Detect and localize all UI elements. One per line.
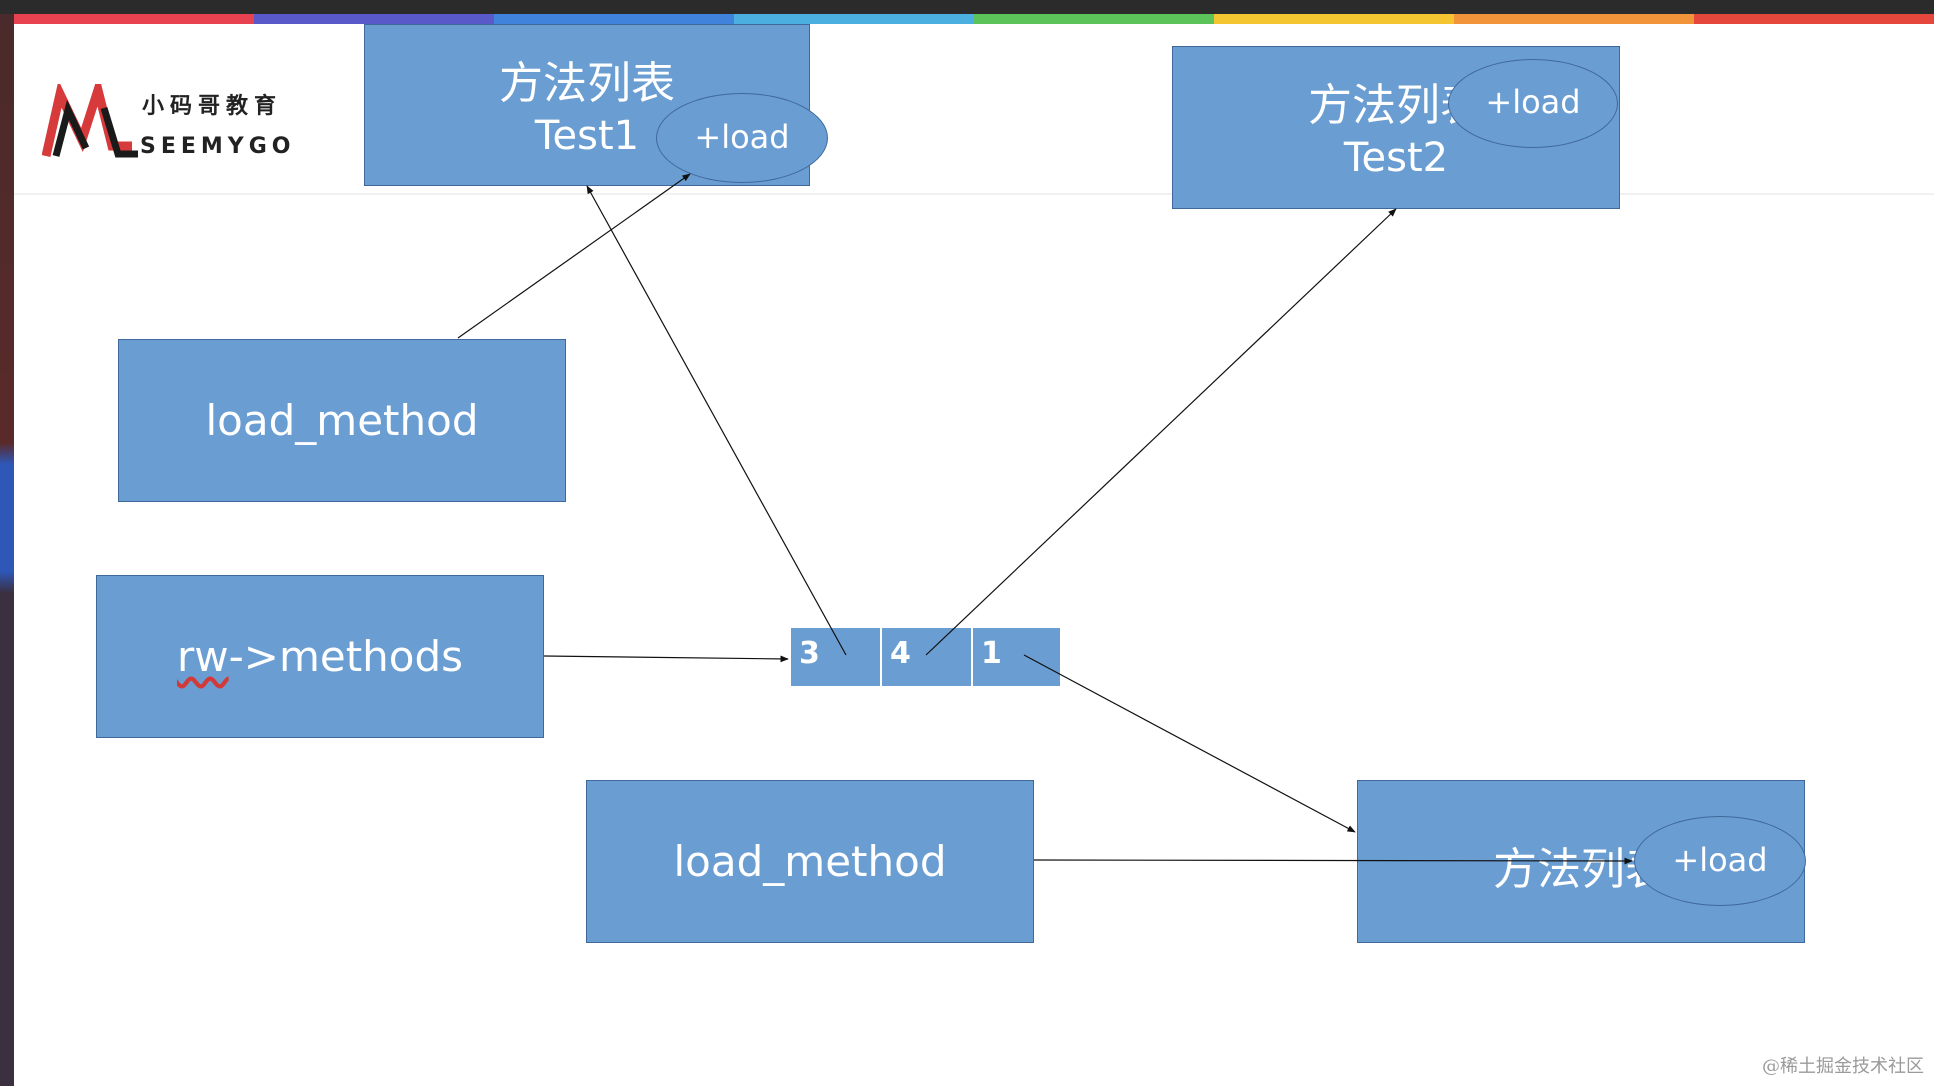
stripe-segment <box>1214 14 1454 24</box>
arrow-cell4-to-test2 <box>925 208 1397 656</box>
logo-chinese-text: 小码哥教育 <box>142 94 283 119</box>
method-list-title: 方法列表 <box>499 58 675 109</box>
header-divider <box>14 193 1934 195</box>
watermark-text: @稀土掘金技术社区 <box>1762 1056 1924 1077</box>
arrow-rw-methods-to-array <box>543 655 789 663</box>
array-cell: 4 <box>880 628 971 686</box>
methods-suffix: ->methods <box>228 632 464 681</box>
rw-methods-box: rw->methods <box>96 575 544 738</box>
window-left-edge <box>0 14 14 1086</box>
seemygo-logo: 小码哥教育 SEEMYGO <box>42 84 292 164</box>
stripe-segment <box>974 14 1214 24</box>
logo-english-text: SEEMYGO <box>140 134 296 159</box>
stripe-segment <box>254 14 494 24</box>
load-method-label: load_method <box>673 837 947 886</box>
stripe-segment <box>734 14 974 24</box>
load-method-ellipse-test1: +load <box>656 93 828 183</box>
arrow-load-method-to-third-load <box>1033 857 1633 865</box>
load-method-ellipse-test2: +load <box>1448 59 1618 148</box>
load-method-ellipse-third: +load <box>1634 816 1806 906</box>
arrow-cell1-to-third-list <box>1023 654 1356 833</box>
stripe-segment <box>1454 14 1694 24</box>
rw-prefix: rw <box>176 632 229 681</box>
stripe-segment <box>1694 14 1934 24</box>
load-method-label: load_method <box>205 396 479 445</box>
class-name-label: Test1 <box>534 113 640 159</box>
stripe-segment <box>14 14 254 24</box>
load-method-box-bottom: load_method <box>586 780 1034 943</box>
class-name-label: Test2 <box>1343 135 1449 181</box>
color-stripe <box>14 14 1934 24</box>
array-cell: 3 <box>791 628 880 686</box>
arrow-load-method-to-test1-load <box>457 173 691 339</box>
stripe-segment <box>494 14 734 24</box>
arrow-cell3-to-test1 <box>586 185 847 656</box>
logo-mark-icon <box>42 84 138 158</box>
rw-methods-label: rw->methods <box>97 632 543 681</box>
window-top-bar <box>0 0 1934 14</box>
load-method-box-top: load_method <box>118 339 566 502</box>
array-cell: 1 <box>971 628 1060 686</box>
